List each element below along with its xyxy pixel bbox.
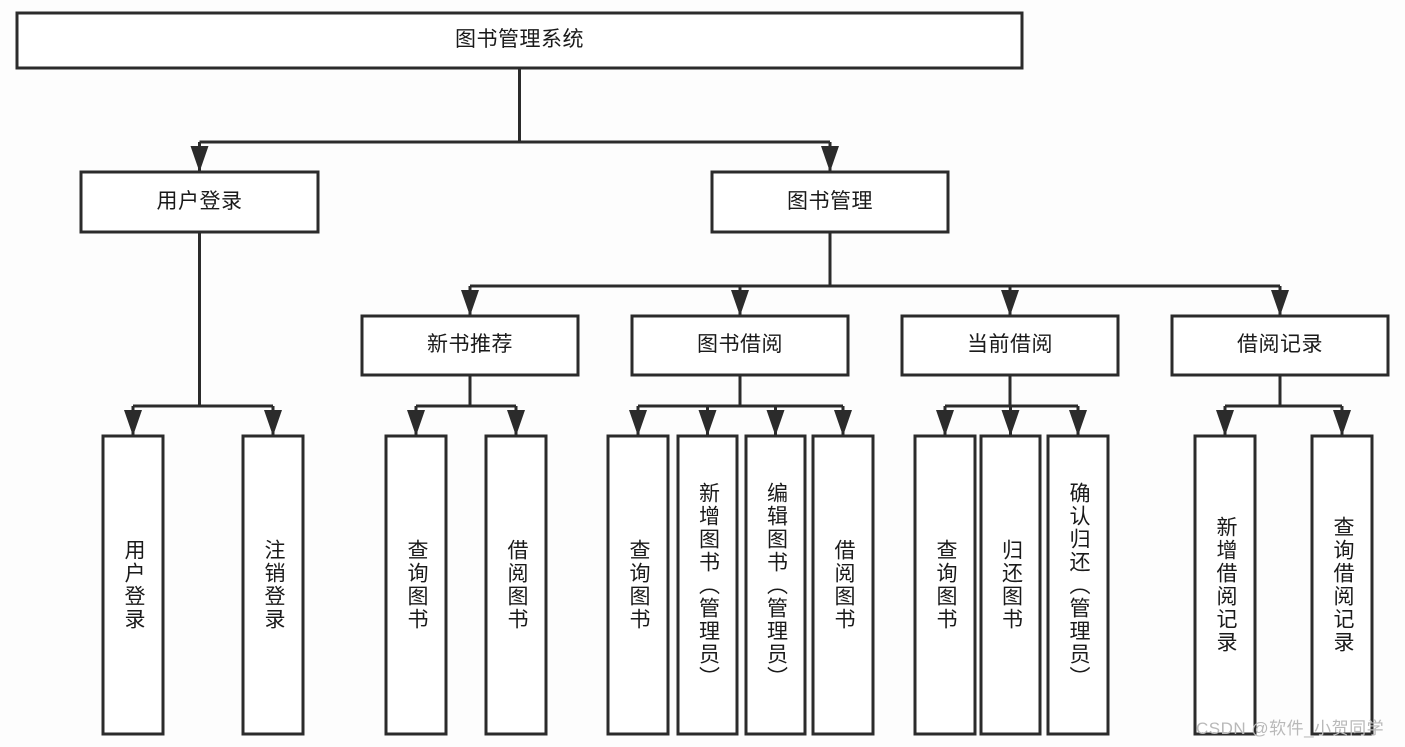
node-box-leaf-return-book[interactable] xyxy=(979,434,1042,736)
boxes-layer xyxy=(15,11,1390,736)
node-box-new-book-rec[interactable] xyxy=(360,314,580,377)
node-box-current-borrow[interactable] xyxy=(900,314,1120,377)
arrow-head-icon xyxy=(766,410,785,436)
node-box-leaf-query-book-1[interactable] xyxy=(384,434,448,736)
arrow-head-icon xyxy=(1271,290,1289,316)
node-box-user-login[interactable] xyxy=(79,170,320,234)
node-box-leaf-borrow-book-2[interactable] xyxy=(811,434,875,736)
arrow-head-icon xyxy=(936,410,954,436)
arrow-head-icon xyxy=(1069,410,1087,436)
arrow-head-icon xyxy=(264,410,282,436)
arrow-head-icon xyxy=(461,290,479,316)
node-box-borrow-record[interactable] xyxy=(1170,314,1390,377)
edges-layer xyxy=(124,68,1351,436)
node-box-leaf-add-record[interactable] xyxy=(1193,434,1257,736)
arrow-head-icon xyxy=(731,290,749,316)
node-box-leaf-borrow-book-1[interactable] xyxy=(484,434,548,736)
node-box-root[interactable] xyxy=(15,11,1024,70)
arrow-head-icon xyxy=(190,146,209,172)
arrow-head-icon xyxy=(834,410,852,436)
node-box-leaf-query-book-2[interactable] xyxy=(606,434,670,736)
arrow-head-icon xyxy=(1333,410,1351,436)
node-box-book-borrow[interactable] xyxy=(630,314,850,377)
arrow-head-icon xyxy=(698,410,717,436)
arrow-head-icon xyxy=(1001,290,1019,316)
arrow-head-icon xyxy=(1216,410,1234,436)
arrow-head-icon xyxy=(821,146,839,172)
arrow-head-icon xyxy=(407,410,425,436)
arrow-head-icon xyxy=(629,410,647,436)
node-box-leaf-add-book[interactable] xyxy=(676,434,739,736)
node-box-leaf-edit-book[interactable] xyxy=(744,434,807,736)
arrow-head-icon xyxy=(507,410,525,436)
node-box-leaf-logout[interactable] xyxy=(241,434,305,736)
node-box-leaf-query-record[interactable] xyxy=(1310,434,1374,736)
node-box-book-manage[interactable] xyxy=(710,170,950,234)
arrow-head-icon xyxy=(1001,410,1020,436)
node-box-leaf-user-login[interactable] xyxy=(101,434,165,736)
node-box-leaf-query-book-3[interactable] xyxy=(913,434,977,736)
node-box-leaf-confirm-return[interactable] xyxy=(1046,434,1110,736)
arrow-head-icon xyxy=(124,410,142,436)
